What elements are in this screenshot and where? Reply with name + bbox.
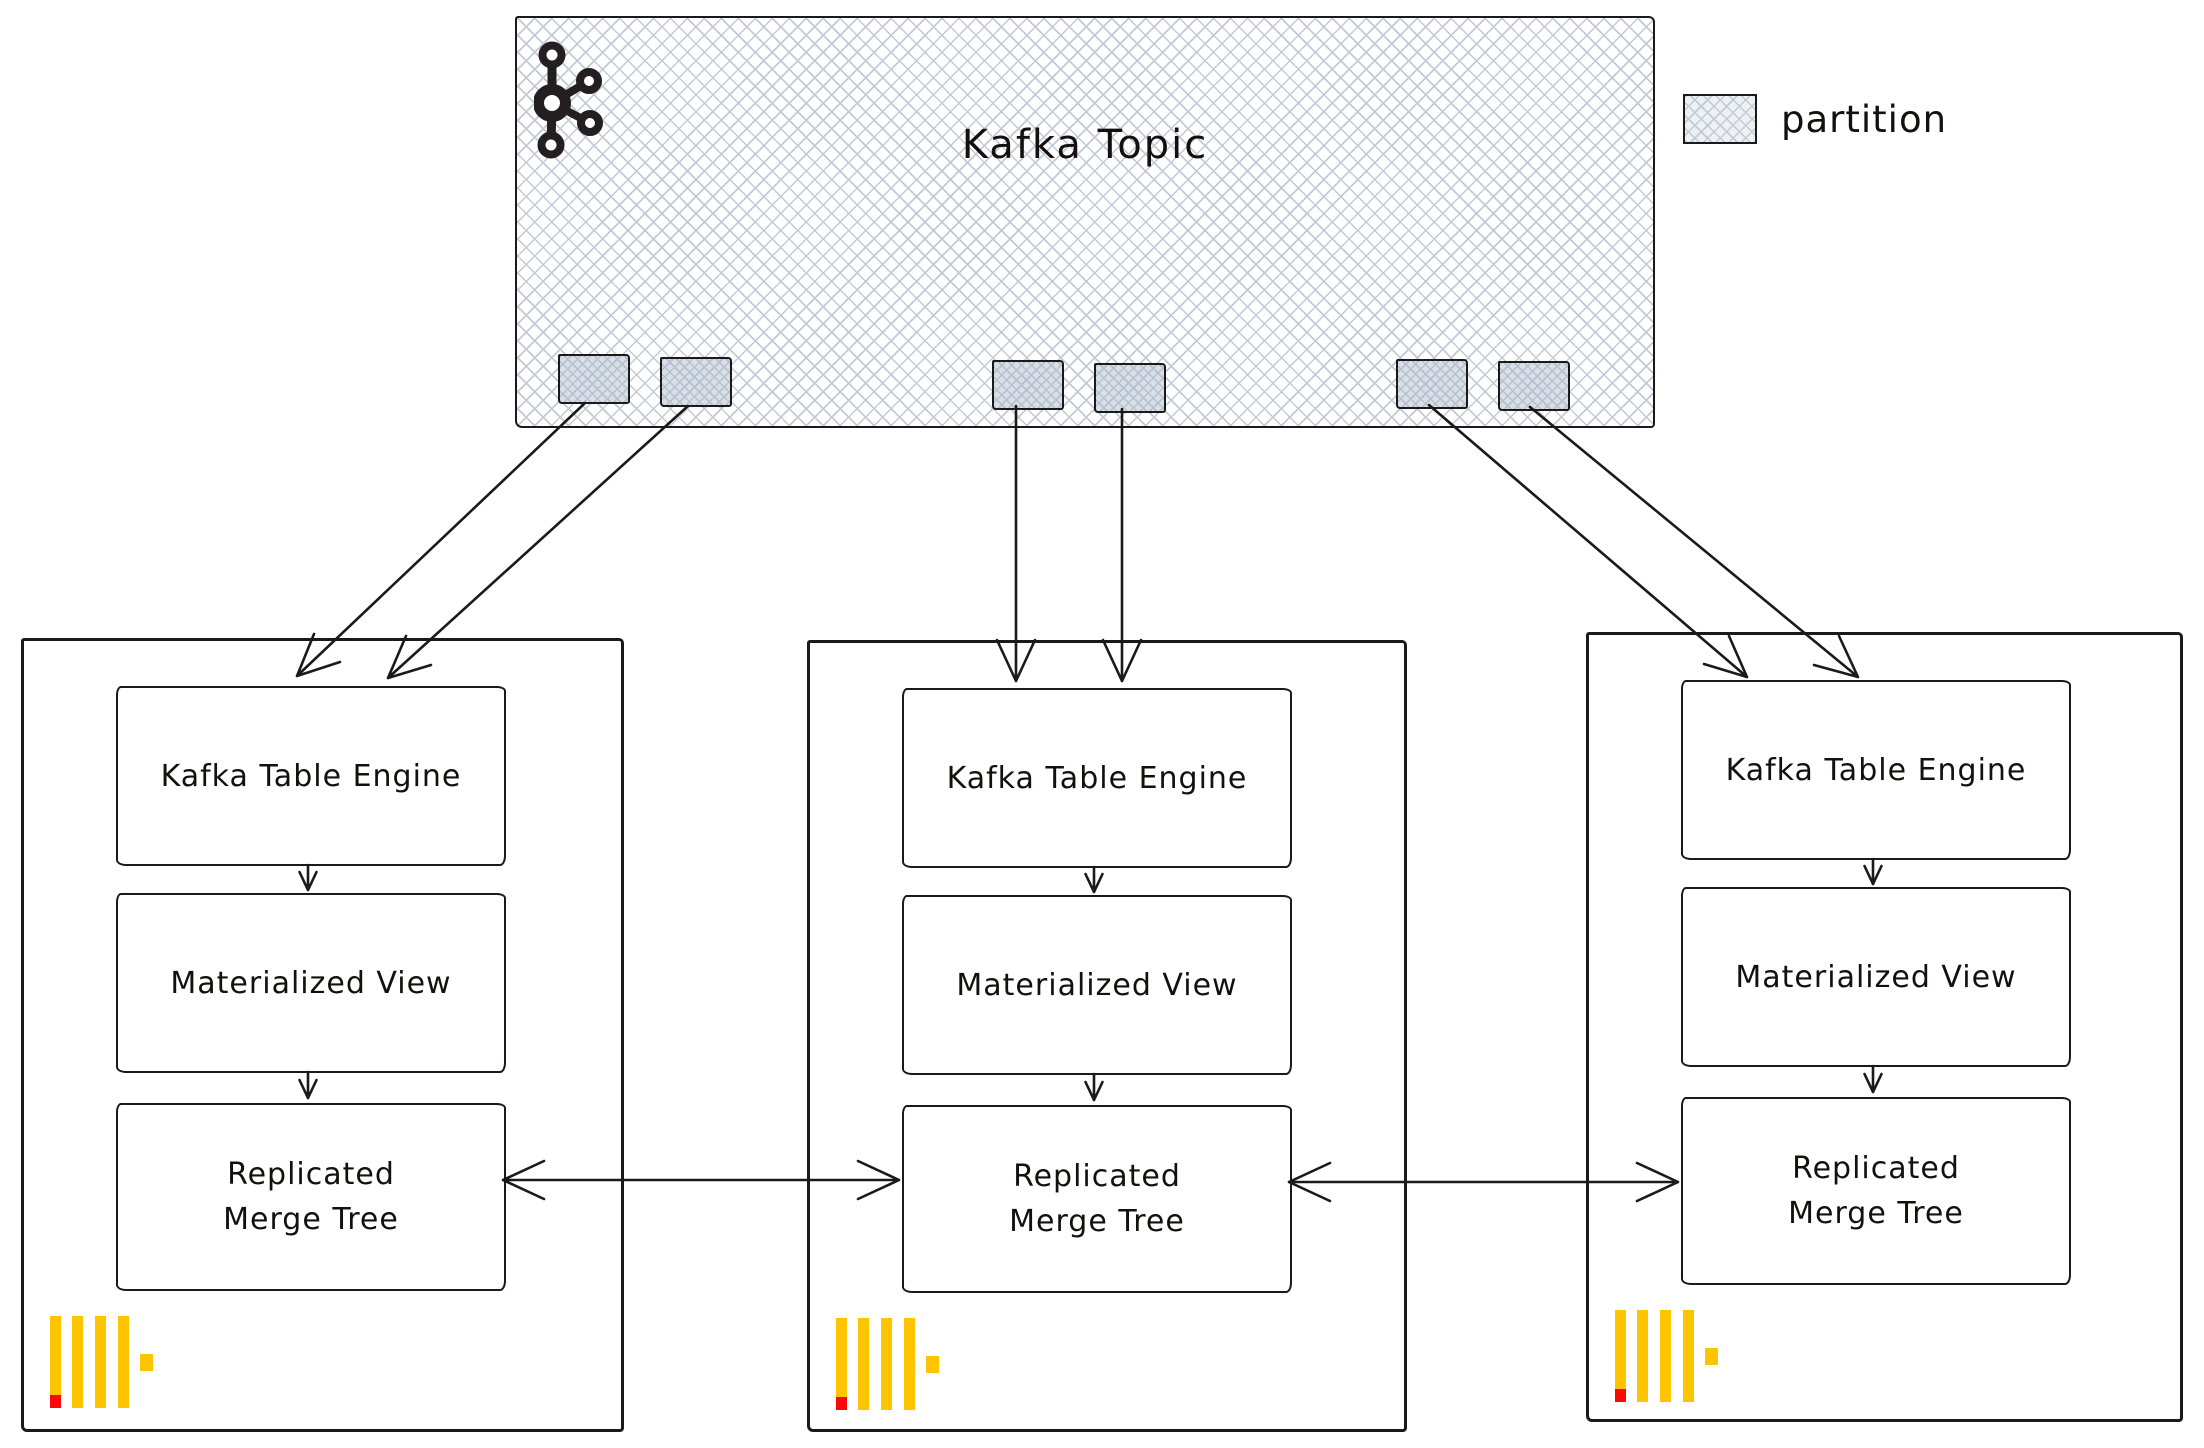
- kafka-table-engine-box: Kafka Table Engine: [116, 686, 506, 866]
- kafka-icon: [534, 41, 603, 159]
- partition-box: [1396, 359, 1468, 409]
- replicated-merge-tree-box: Replicated Merge Tree: [902, 1105, 1292, 1293]
- clickhouse-node-3: Kafka Table Engine Materialized View Rep…: [1586, 632, 2183, 1422]
- kafka-table-engine-label: Kafka Table Engine: [946, 760, 1248, 796]
- replicated-merge-tree-label-line1: Replicated: [1013, 1159, 1181, 1194]
- partition-box: [558, 354, 630, 404]
- replicated-merge-tree-label-line1: Replicated: [1792, 1151, 1960, 1186]
- legend: partition: [1683, 94, 1947, 144]
- materialized-view-box: Materialized View: [902, 895, 1292, 1075]
- kafka-topic-box: Kafka Topic: [515, 16, 1655, 428]
- kafka-table-engine-label: Kafka Table Engine: [1725, 752, 2027, 788]
- materialized-view-label: Materialized View: [956, 967, 1238, 1003]
- replicated-merge-tree-box: Replicated Merge Tree: [116, 1103, 506, 1291]
- kafka-table-engine-box: Kafka Table Engine: [1681, 680, 2071, 860]
- replicated-merge-tree-label-line1: Replicated: [227, 1157, 395, 1192]
- clickhouse-logo-icon: [1615, 1310, 1735, 1406]
- arrow-partition1-to-node1: [295, 401, 587, 678]
- partition-box: [1094, 363, 1166, 413]
- clickhouse-node-1: Kafka Table Engine Materialized View Rep…: [21, 638, 624, 1432]
- replicated-merge-tree-label-line2: Merge Tree: [223, 1202, 399, 1237]
- materialized-view-box: Materialized View: [116, 893, 506, 1073]
- replicated-merge-tree-label-line2: Merge Tree: [1788, 1196, 1964, 1231]
- kafka-table-engine-label: Kafka Table Engine: [160, 758, 462, 794]
- clickhouse-node-2: Kafka Table Engine Materialized View Rep…: [807, 640, 1407, 1432]
- partition-box: [992, 360, 1064, 410]
- materialized-view-label: Materialized View: [1735, 959, 2017, 995]
- partition-swatch-icon: [1683, 94, 1757, 144]
- materialized-view-label: Materialized View: [170, 965, 452, 1001]
- clickhouse-logo-icon: [836, 1318, 956, 1414]
- partition-box: [1498, 361, 1570, 411]
- replicated-merge-tree-label-line2: Merge Tree: [1009, 1204, 1185, 1239]
- kafka-topic-title: Kafka Topic: [961, 122, 1209, 168]
- materialized-view-box: Materialized View: [1681, 887, 2071, 1067]
- kafka-table-engine-box: Kafka Table Engine: [902, 688, 1292, 868]
- replicated-merge-tree-box: Replicated Merge Tree: [1681, 1097, 2071, 1285]
- legend-label: partition: [1781, 97, 1948, 141]
- partition-box: [660, 357, 732, 407]
- clickhouse-logo-icon: [50, 1316, 170, 1412]
